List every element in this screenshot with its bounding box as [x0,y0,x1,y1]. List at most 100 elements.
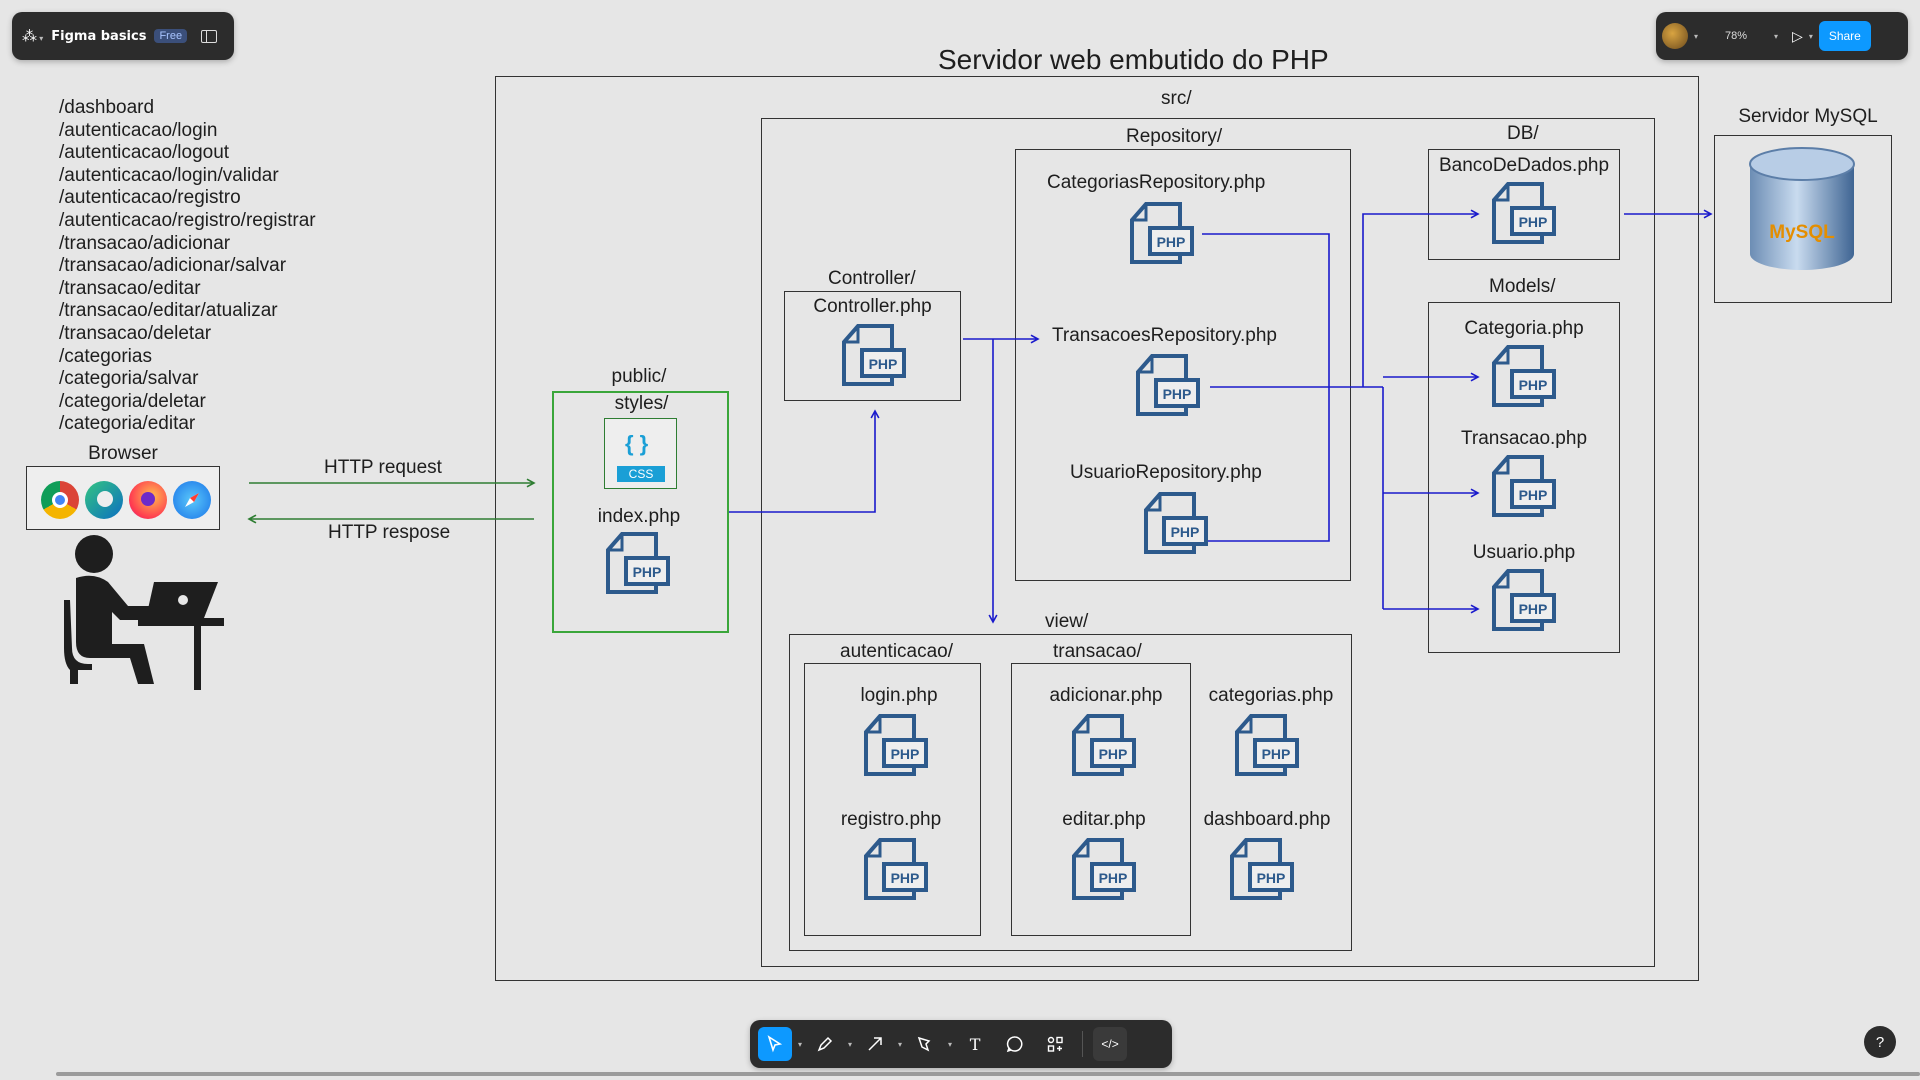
arrowhead [1470,488,1480,498]
view-file-label: registro.php [840,809,942,830]
controller-folder-box [784,291,961,401]
auth-folder-label: autenticacao/ [840,641,954,662]
zoom-level[interactable]: 78% [1725,30,1748,42]
view-file-label: dashboard.php [1203,809,1331,830]
arrowhead [1470,209,1480,219]
file-toolbar: ⁂ ▾ Figma basics Free [12,12,234,60]
pen-icon[interactable] [908,1027,942,1061]
pencil-icon[interactable] [808,1027,842,1061]
horizontal-scrollbar[interactable] [56,1072,1920,1076]
bottom-toolbar: ▾ ▾ ▾ ▾ T </> [750,1020,1172,1068]
route-item: /categoria/deletar [59,390,206,412]
share-button[interactable]: Share [1818,21,1871,51]
db-folder-box [1428,149,1620,260]
repo-file-label: CategoriasRepository.php [1047,172,1266,193]
src-folder-box [761,118,1655,967]
svg-text:PHP: PHP [1099,746,1128,762]
route-item: /categorias [59,345,152,367]
mysql-server-box [1714,135,1892,303]
avatar[interactable] [1662,23,1688,49]
arrowhead [247,514,257,524]
route-item: /autenticacao/login/validar [59,164,279,186]
route-item: /transacao/editar [59,277,201,299]
view-file-label: login.php [860,685,938,706]
browser-label: Browser [88,443,158,464]
model-file-label: Usuario.php [1472,542,1576,563]
controller-file-label: Controller.php [813,296,932,317]
db-folder-label: DB/ [1507,123,1539,144]
route-item: /transacao/adicionar/salvar [59,255,287,277]
repo-file-label: UsuarioRepository.php [1070,462,1262,483]
help-button[interactable]: ? [1864,1026,1896,1058]
arrowhead [1470,604,1480,614]
move-icon[interactable] [758,1027,792,1061]
arrow-icon[interactable] [858,1027,892,1061]
db-file-label: BancoDeDados.php [1438,155,1610,176]
text-icon[interactable]: T [969,1034,981,1054]
php-server-container [495,76,1699,981]
php-file-icon: PHP [862,712,928,782]
index-file-label: index.php [597,506,681,527]
php-file-icon: PHP [1070,712,1136,782]
route-item: /categoria/editar [59,413,196,435]
http-request-label: HTTP request [324,457,442,478]
sidebar-toggle-icon[interactable] [201,29,218,43]
firefox-icon [129,481,167,519]
comment-icon[interactable] [998,1027,1032,1061]
model-file-label: Categoria.php [1464,318,1584,339]
route-item: /transacao/adicionar [59,232,231,254]
svg-text:PHP: PHP [1519,377,1548,393]
mysql-logo-text: MySQL [1769,222,1835,243]
diagram-title: Servidor web embutido do PHP [938,44,1329,75]
svg-text:PHP: PHP [1157,234,1186,250]
php-file-icon: PHP [1128,200,1194,270]
mysql-database-icon: MySQL [1749,147,1855,270]
php-file-icon: PHP [1490,453,1556,523]
arrowhead [526,478,536,488]
arrowhead [870,409,880,419]
components-icon[interactable] [1038,1027,1072,1061]
figma-menu-icon[interactable]: ⁂ ▾ [22,28,44,45]
route-item: /autenticacao/registro/registrar [59,209,316,231]
route-item: /autenticacao/logout [59,142,230,164]
chevron-down-icon[interactable]: ▾ [1694,31,1699,41]
public-folder-box [552,391,729,633]
controller-folder-label: Controller/ [828,268,916,289]
svg-text:PHP: PHP [1519,214,1548,230]
edge-icon [85,481,123,519]
php-file-icon: PHP [1490,567,1556,637]
chevron-down-icon[interactable]: ▾ [1808,31,1813,41]
svg-text:PHP: PHP [891,746,920,762]
svg-text:PHP: PHP [633,564,662,580]
php-file-icon: PHP [862,836,928,906]
view-file-label: editar.php [1062,809,1146,830]
svg-text:PHP: PHP [1099,870,1128,886]
view-file-label: adicionar.php [1049,685,1163,706]
repository-folder-label: Repository/ [1126,126,1223,147]
chevron-down-icon[interactable]: ▾ [1774,31,1779,41]
connector [1362,213,1478,387]
models-folder-box [1428,302,1620,653]
svg-text:PHP: PHP [1257,870,1286,886]
php-file-icon: PHP [604,530,670,600]
user-at-computer-icon [64,535,224,690]
php-file-icon: PHP [1134,352,1200,422]
view-file-label: categorias.php [1208,685,1334,706]
transacao-folder-box [1011,663,1191,936]
dev-mode-icon[interactable]: </> [1093,1027,1128,1061]
svg-text:PHP: PHP [1262,746,1291,762]
mysql-server-label: Servidor MySQL [1738,106,1878,127]
route-item: /transacao/editar/atualizar [59,300,278,322]
public-folder-label: public/ [611,366,667,387]
src-folder-label: src/ [1161,88,1192,109]
php-file-icon: PHP [1233,712,1299,782]
present-icon[interactable]: ▷ [1792,27,1803,44]
routes-list: /dashboard /autenticacao/login /autentic… [59,97,316,436]
arrowhead [1030,334,1040,344]
models-folder-label: Models/ [1489,276,1556,297]
php-file-icon: PHP [1070,836,1136,906]
file-name[interactable]: Figma basics [51,28,147,44]
php-file-icon: PHP [1490,343,1556,413]
svg-text:PHP: PHP [869,356,898,372]
